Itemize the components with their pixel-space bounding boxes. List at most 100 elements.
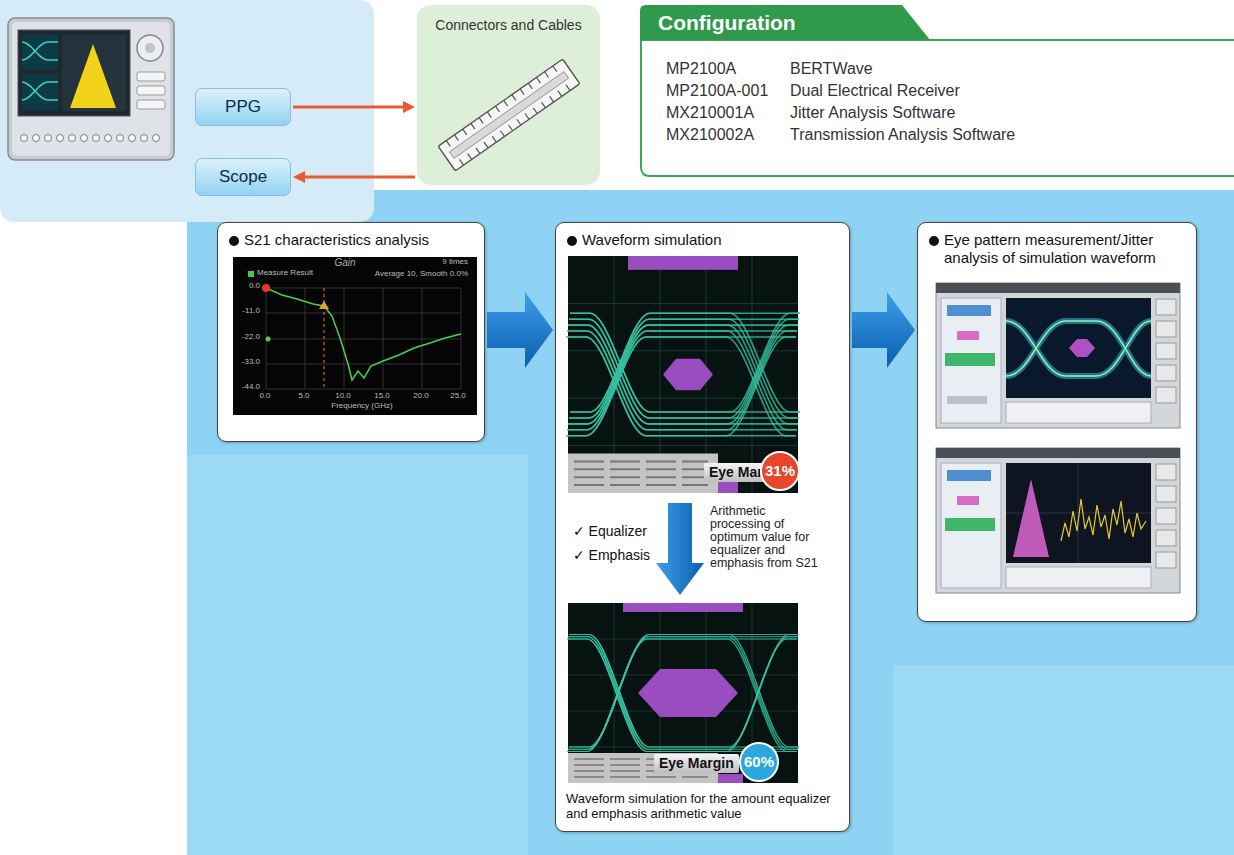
instrument-illustration-part	[62, 35, 126, 111]
panel-title: Waveform simulation	[582, 231, 721, 249]
axis-tick-text: 15.0	[374, 391, 390, 400]
gain-chart-part-part	[262, 284, 270, 292]
eye-simulation-art-part-part-part	[569, 319, 799, 418]
signal-button: PPG	[195, 88, 291, 126]
cable-illustration-part-part	[438, 59, 580, 171]
bullet-dot	[567, 236, 577, 246]
instrument-illustration-part-part	[153, 135, 160, 142]
jitter-screens-part-part-part	[1006, 567, 1151, 588]
config-frame-part	[640, 5, 930, 40]
legend-swatch	[248, 271, 254, 277]
instrument-illustration-part	[22, 35, 58, 69]
eye-simulation-art-part-part-part	[568, 603, 798, 783]
eye-simulation-art-part-part-part-part	[568, 325, 798, 424]
instrument-illustration-part	[22, 74, 58, 110]
eye-simulation-art-part-part-part-part	[568, 325, 798, 424]
chart-note-text: Average 10, Smooth 0.0%	[375, 269, 468, 278]
axis-tick: -44.0	[234, 383, 260, 392]
instrument-illustration-part-part	[141, 135, 148, 142]
eye-simulation-art-part-part-part-part	[568, 325, 798, 424]
gain-chart-part-part	[266, 288, 461, 389]
model-name: BERTWave	[790, 59, 873, 78]
pale-ground	[187, 455, 528, 855]
flow-arrow	[852, 292, 915, 368]
legend-text: Measure Result	[257, 269, 313, 278]
jitter-screens-part-part-part	[936, 283, 1180, 428]
jitter-screens-part-part-part	[1061, 499, 1146, 541]
cable-illustration-part-part	[449, 72, 568, 159]
axis-tick: 20.0	[406, 392, 436, 401]
axis-tick-text: 25.0	[450, 391, 466, 400]
instrument-illustration-part-part	[129, 135, 136, 142]
instrument-illustration-part-part	[117, 135, 124, 142]
axis-tick-text: 20.0	[413, 391, 429, 400]
chart-note: Average 10, Smooth 0.0%	[360, 270, 468, 279]
chart-title-text: Gain	[334, 257, 355, 268]
axis-tick: -11.0	[234, 307, 260, 316]
jitter-screens-part-part-part-part	[1156, 530, 1176, 546]
signal-line	[293, 106, 405, 109]
chart-note-text: 9 times	[442, 257, 468, 266]
cable-panel: Connectors and Cables	[417, 5, 600, 185]
margin-badge: 60%	[739, 742, 779, 782]
jitter-screens-part	[936, 283, 1180, 593]
flow-arrow	[487, 292, 553, 368]
axis-tick: 0.0	[250, 392, 280, 401]
jitter-screens-part-part-part	[1069, 339, 1095, 357]
gain-chart-part-part	[266, 337, 271, 342]
bullet-dot	[929, 236, 939, 246]
instrument-panel	[0, 0, 374, 222]
jitter-screens-part-part-part	[957, 496, 979, 505]
panel-title: S21 characteristics analysis	[244, 231, 429, 249]
jitter-screens	[918, 223, 1198, 623]
jitter-screens-part-part-part-part	[1156, 552, 1176, 568]
jitter-screens-part-part-part	[936, 283, 1180, 293]
jitter-screens-part-part-part	[1156, 299, 1176, 403]
axis-tick-text: 5.0	[298, 391, 309, 400]
eye-simulation-art-part-part-part	[568, 454, 718, 494]
jitter-screens-part-part-part	[936, 448, 1180, 458]
jitter-screens-part-part-part	[947, 305, 991, 316]
jitter-screens-part-part-part-part	[1156, 365, 1176, 381]
jitter-screens-part-part-part	[941, 463, 1001, 588]
instrument-illustration-part	[70, 44, 116, 108]
eye-simulation-art-part-part-part	[638, 669, 738, 717]
pale-ground	[893, 665, 1234, 855]
axis-tick-text: -44.0	[242, 382, 260, 391]
jitter-screens-part-part-part-part	[1156, 464, 1176, 480]
gain-chart-part-part	[319, 301, 329, 309]
process-note: Arithmetic processing of optimum value f…	[710, 505, 818, 570]
axis-title: Frequency (GHz)	[312, 402, 412, 411]
instrument-illustration-part-part	[45, 135, 52, 142]
flow-arrow-shape	[487, 292, 553, 368]
axis-tick-text: -11.0	[242, 306, 260, 315]
eye-simulation-art-part-part-part	[567, 639, 797, 752]
instrument-illustration-part	[18, 30, 130, 116]
jitter-screens-part-part-part	[941, 298, 1001, 423]
signal-arrow	[293, 171, 415, 183]
gain-chart-part-part-part	[266, 288, 461, 389]
panel-title: Connectors and Cables	[435, 17, 581, 34]
model-number: MP2100A	[666, 59, 736, 78]
jitter-screens-part-part	[936, 283, 1180, 428]
jitter-screens-part-part-part	[1006, 463, 1151, 563]
jitter-screens-part-part-part	[1006, 321, 1151, 376]
chart-note: 9 times	[418, 258, 468, 267]
jitter-screens-part-part-part-part	[1156, 299, 1176, 315]
signal-button: Scope	[195, 158, 291, 196]
jitter-screens-part-part-part	[1006, 463, 1151, 563]
eye-simulation-art-part-part-part	[574, 461, 708, 485]
instrument-illustration-part-part	[81, 135, 88, 142]
jitter-screens-part-part-part	[1006, 298, 1151, 398]
eye-simulation-art-part-part-part	[568, 325, 798, 424]
instrument-illustration-part-part	[57, 135, 64, 142]
gain-chart-part-part	[266, 288, 461, 380]
check-item: ✓ Equalizer	[573, 523, 647, 540]
signal-arrow	[293, 101, 415, 113]
axis-tick-text: -33.0	[242, 357, 260, 366]
axis-title-text: Frequency (GHz)	[331, 401, 392, 410]
jitter-screens-part-part-part	[945, 518, 995, 531]
chart-title: Gain	[320, 257, 370, 268]
eye-margin-label: Eye Margin	[654, 754, 739, 773]
